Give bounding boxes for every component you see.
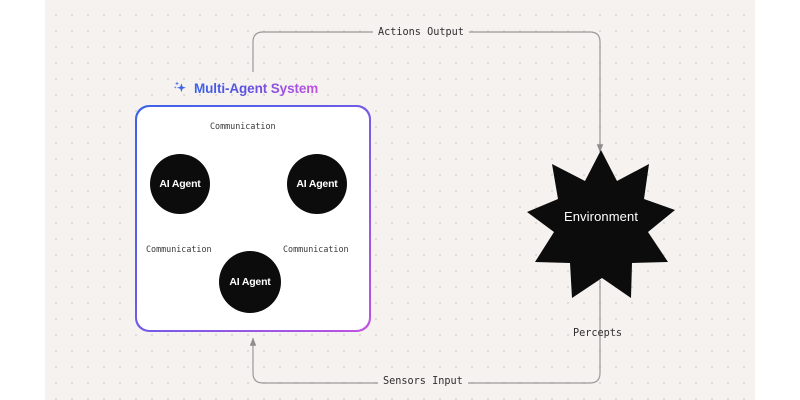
agent-label: AI Agent: [159, 178, 201, 190]
environment-star-shape: [527, 150, 675, 298]
agent-node-bottom[interactable]: AI Agent: [219, 251, 281, 313]
environment-node[interactable]: [527, 150, 675, 282]
multi-agent-system-title-text: Multi-Agent System: [194, 80, 319, 96]
flow-label-percepts: Percepts: [573, 328, 623, 339]
agent-node-left[interactable]: AI Agent: [150, 154, 210, 214]
flow-label-actions-output: Actions Output: [373, 27, 469, 38]
agent-node-right[interactable]: AI Agent: [287, 154, 347, 214]
flow-label-sensors-input: Sensors Input: [378, 376, 468, 387]
communication-label-right: Communication: [283, 244, 349, 254]
multi-agent-system-title: Multi-Agent System: [172, 80, 318, 96]
communication-label-left: Communication: [146, 244, 212, 254]
communication-label-top: Communication: [210, 121, 276, 131]
agent-label: AI Agent: [296, 178, 338, 190]
agent-label: AI Agent: [229, 276, 271, 288]
sparkle-icon: [173, 81, 186, 93]
